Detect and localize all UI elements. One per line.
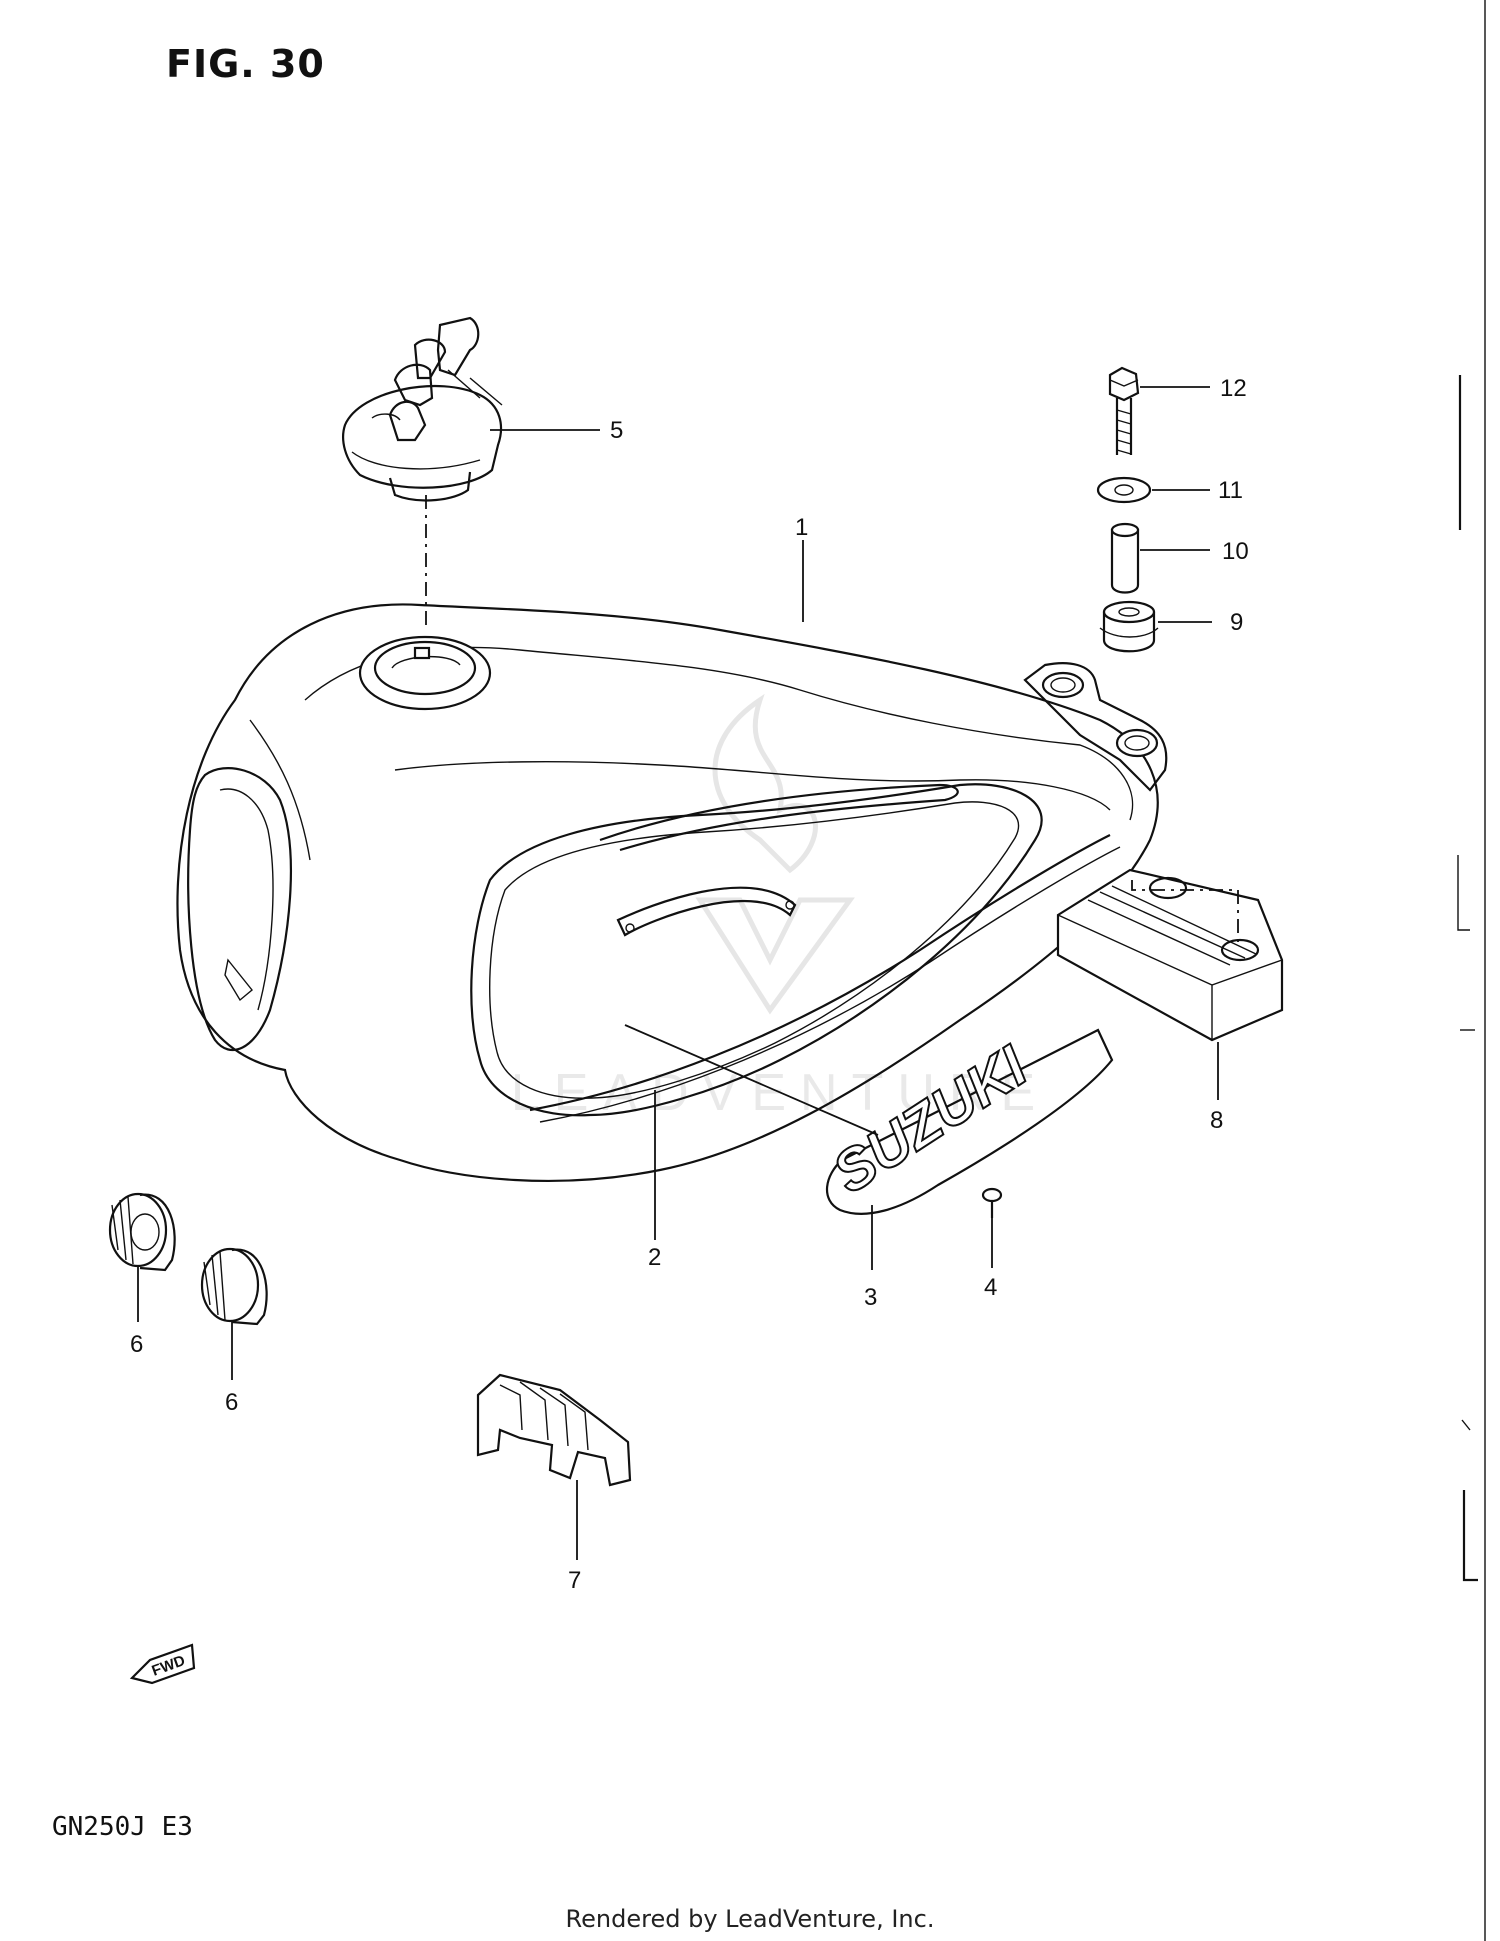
fuel-cap-with-keys <box>342 316 503 502</box>
assembly-centerlines <box>425 495 1239 945</box>
callout-2: 2 <box>648 1244 661 1271</box>
tank-rubber-cap-right <box>200 1247 268 1326</box>
model-code: GN250J E3 <box>52 1812 193 1842</box>
emblem-screw <box>981 1187 1003 1218</box>
callout-12: 12 <box>1220 375 1247 402</box>
callout-4: 4 <box>984 1274 997 1301</box>
mount-grommet <box>1099 600 1159 653</box>
callout-10: 10 <box>1222 538 1249 565</box>
callout-9: 9 <box>1230 609 1243 636</box>
figure-title: FIG. 30 <box>166 42 325 86</box>
tank-rubber-cap-left <box>108 1192 176 1272</box>
forward-direction-badge: FWD <box>129 1643 196 1685</box>
mount-washer <box>1096 476 1152 504</box>
fuel-filler-neck <box>358 635 492 711</box>
scan-edge-marks <box>1457 0 1486 1941</box>
callout-11: 11 <box>1218 477 1243 504</box>
watermark-text: LEADVENTURE <box>511 1064 1049 1122</box>
mount-collar <box>1110 522 1140 594</box>
callout-labels: 1 2 3 4 5 6 6 7 8 9 10 11 12 <box>130 375 1249 1594</box>
callout-6b: 6 <box>225 1389 238 1416</box>
callout-5: 5 <box>610 417 623 444</box>
callout-6a: 6 <box>130 1331 143 1358</box>
watermark-logo: LEADVENTURE <box>511 693 1049 1122</box>
callout-leaders <box>137 386 1219 1560</box>
callout-8: 8 <box>1210 1107 1223 1134</box>
tank-cushion-front <box>476 1373 632 1487</box>
tank-cushion-rear <box>1056 868 1284 1042</box>
fuel-tank <box>176 603 1168 1182</box>
callout-7: 7 <box>568 1567 581 1594</box>
tank-mount-bolt <box>1108 366 1140 455</box>
footer-credit: Rendered by LeadVenture, Inc. <box>565 1905 935 1933</box>
callout-1: 1 <box>795 514 808 541</box>
callout-3: 3 <box>864 1284 877 1311</box>
